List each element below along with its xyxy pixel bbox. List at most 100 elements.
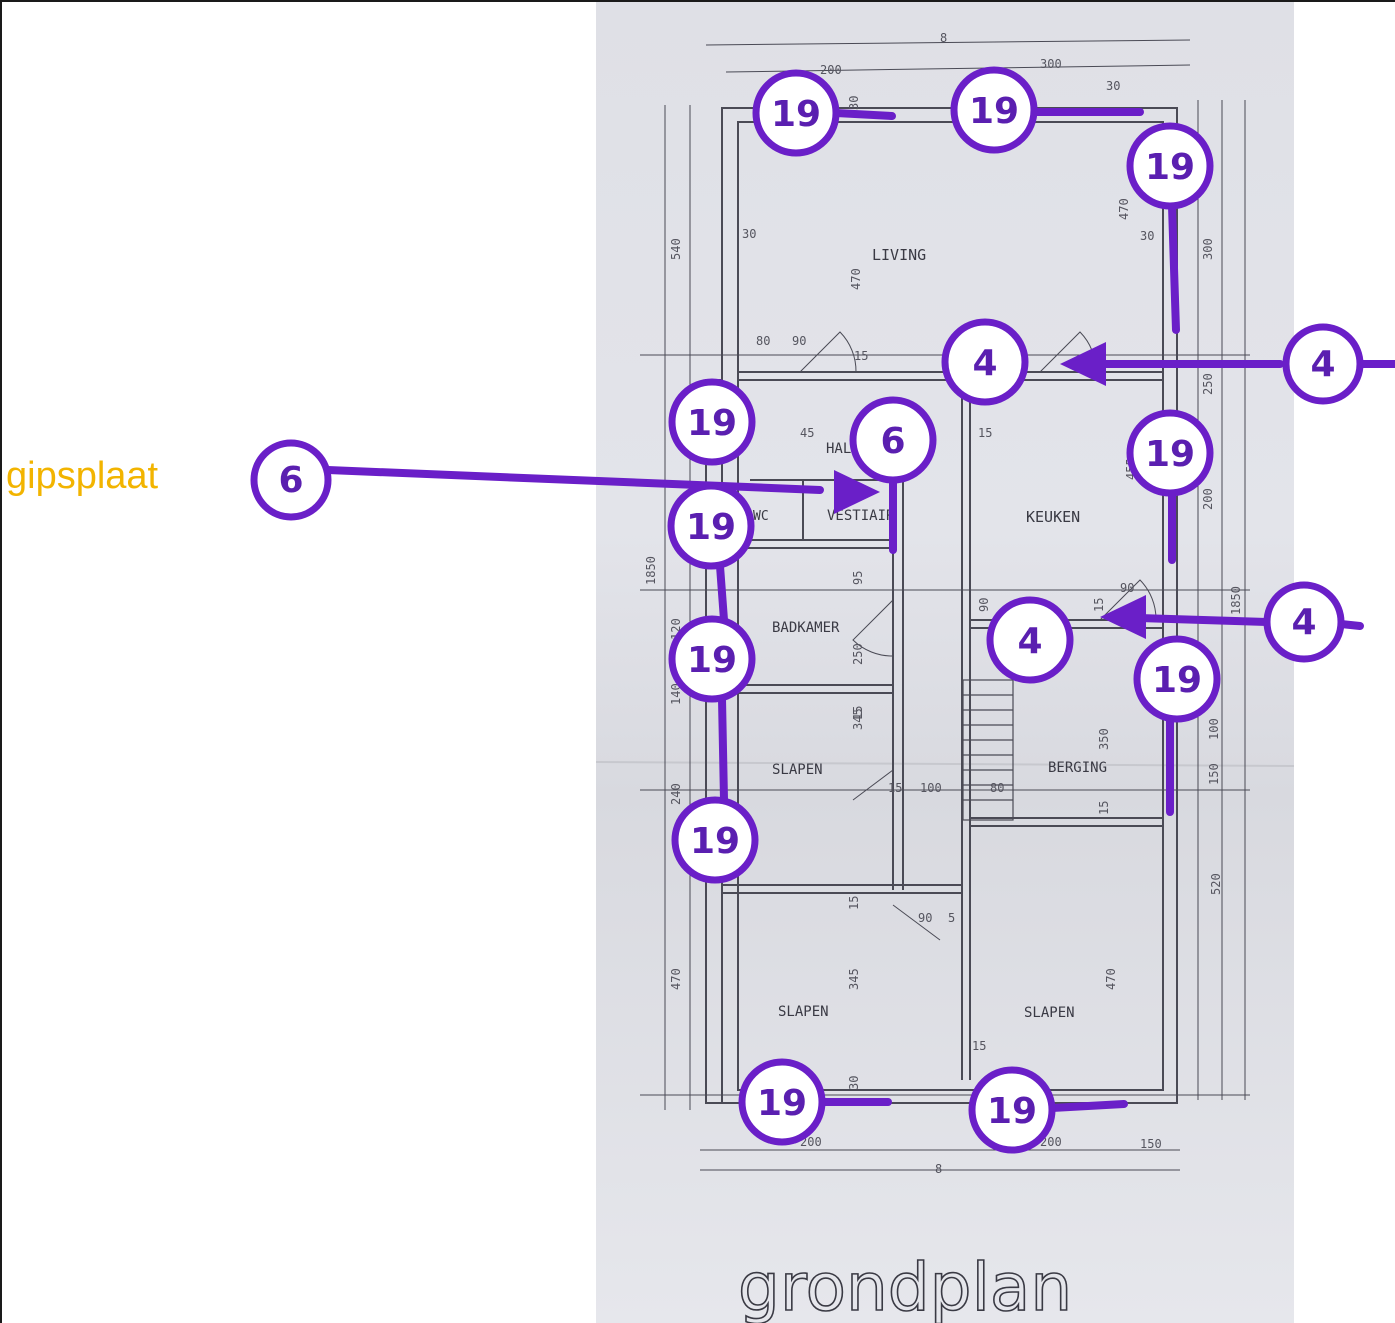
dimension-label: 30 <box>847 1076 861 1090</box>
callout-arrowhead <box>1060 342 1106 386</box>
callout-number: 19 <box>969 91 1019 132</box>
dimension-label: 200 <box>820 63 842 77</box>
dimension-label: 470 <box>1117 198 1131 220</box>
callout-circle <box>968 1066 1056 1154</box>
callout-circle <box>668 378 756 466</box>
dimension-label: 90 <box>918 911 932 925</box>
callout-circle <box>250 439 332 521</box>
callout-circle <box>752 69 840 157</box>
dimension-label: 30 <box>1140 229 1154 243</box>
dimension-label: 350 <box>1097 728 1111 750</box>
callout-number: 19 <box>1145 147 1195 188</box>
dimension-label: 240 <box>669 783 683 805</box>
dimension-label: 520 <box>1209 873 1223 895</box>
callout-number: 19 <box>687 640 737 681</box>
callout-leader-line <box>1168 202 1180 334</box>
dimension-label: 100 <box>1207 718 1221 740</box>
dimension-label: 80 <box>756 334 770 348</box>
dimension-label: 45 <box>800 426 814 440</box>
callout-circle <box>738 1058 826 1146</box>
callout-number: 19 <box>1152 660 1202 701</box>
callout-leader-line <box>324 466 824 494</box>
dimension-label: 15 <box>978 426 992 440</box>
dimension-label: 15 <box>1097 801 1111 815</box>
dimension-label: 345 <box>847 968 861 990</box>
callout-number: 19 <box>686 507 736 548</box>
dimension-label: 30 <box>742 227 756 241</box>
room-label: BERGING <box>1048 760 1107 776</box>
dimension-label: 15 <box>1092 598 1106 612</box>
dimension-label: 1850 <box>644 556 658 585</box>
callout-number: 4 <box>1310 344 1335 385</box>
dimension-label: 470 <box>1104 968 1118 990</box>
callout-circle <box>667 482 755 570</box>
dimension-label: 250 <box>851 643 865 665</box>
dimension-label: 15 <box>851 706 865 720</box>
interior-walls <box>722 371 1163 1080</box>
dimension-label: 1850 <box>1229 586 1243 615</box>
dimension-label: 540 <box>669 238 683 260</box>
callout-circle <box>1133 635 1221 723</box>
plan-title: grondplan <box>738 1249 1072 1323</box>
dimension-label: 90 <box>977 598 991 612</box>
callout-circle <box>941 318 1029 406</box>
callout-number: 19 <box>690 821 740 862</box>
material-label: gipsplaat <box>6 455 159 497</box>
callout-circle <box>986 596 1074 684</box>
dimension-label: 470 <box>849 268 863 290</box>
dimension-label: 300 <box>1201 238 1215 260</box>
callout-circle <box>950 66 1038 154</box>
callout-number: 19 <box>987 1091 1037 1132</box>
callout-number: 19 <box>687 403 737 444</box>
dimension-label: 90 <box>1120 581 1134 595</box>
dimension-label: 100 <box>920 781 942 795</box>
callout-number: 4 <box>1017 621 1042 662</box>
room-label: KEUKEN <box>1026 508 1080 526</box>
dimension-label: 250 <box>1201 373 1215 395</box>
room-labels: LIVING KEUKEN VESTIAIR HAL BADKAMER SLAP… <box>753 246 1107 1021</box>
dimension-label: 95 <box>851 571 865 585</box>
outer-walls <box>705 107 1178 1104</box>
dimension-label: 30 <box>1106 79 1120 93</box>
callout-number: 4 <box>972 343 997 384</box>
dimension-labels: 8 200 300 30 30 470 300 540 470 80 90 15… <box>644 31 1243 1176</box>
dimension-label: 80 <box>990 781 1004 795</box>
callout-number: 4 <box>1291 602 1316 643</box>
dimension-label: 90 <box>792 334 806 348</box>
callout-number: 6 <box>880 421 905 462</box>
dimension-label: 8 <box>940 31 947 45</box>
room-label: HAL <box>826 441 851 457</box>
dimension-label: 470 <box>669 968 683 990</box>
callout-circle <box>668 615 756 703</box>
dimension-label: 5 <box>948 911 955 925</box>
dimension-label: 200 <box>1201 488 1215 510</box>
callout-circle <box>1282 323 1364 405</box>
paper-crease <box>595 761 1295 767</box>
callout-leader-line <box>1048 1100 1128 1112</box>
room-label: SLAPEN <box>772 762 823 778</box>
dimension-label: 15 <box>972 1039 986 1053</box>
callout-number: 19 <box>1145 434 1195 475</box>
dimension-label: 30 <box>847 96 861 110</box>
callout-leader-line <box>718 695 728 804</box>
dimension-label: 15 <box>854 349 868 363</box>
room-label: SLAPEN <box>1024 1005 1075 1021</box>
callout-leader-line <box>832 109 896 120</box>
dimension-label: 150 <box>1140 1137 1162 1151</box>
room-label: VESTIAIR <box>827 508 895 524</box>
staircase <box>962 679 1014 821</box>
dimension-label: 150 <box>1207 763 1221 785</box>
room-label: SLAPEN <box>778 1004 829 1020</box>
callout-number: 19 <box>757 1083 807 1124</box>
callout-circle <box>849 396 937 484</box>
callout-arrowhead <box>834 470 880 514</box>
dimension-label: 140 <box>669 683 683 705</box>
dimension-label: 300 <box>1040 57 1062 71</box>
dimension-label: 15 <box>888 781 902 795</box>
dimension-label: 200 <box>1040 1135 1062 1149</box>
dimension-lines <box>640 39 1250 1171</box>
callout-circle <box>671 796 759 884</box>
